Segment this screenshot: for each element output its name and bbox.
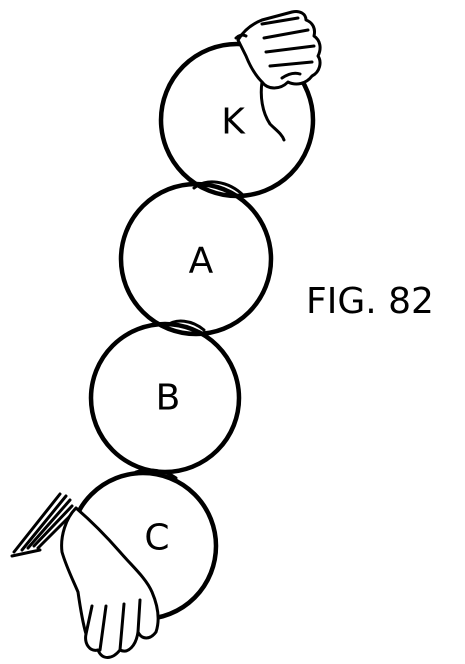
ring-c-label: C — [144, 518, 169, 559]
link-k-a-mark — [192, 180, 246, 198]
ring-a-label: A — [189, 241, 214, 282]
ring-k-outline — [158, 41, 316, 199]
ring-k: K — [158, 41, 316, 199]
link-b-c-mark — [134, 468, 178, 480]
hand-top-icon — [234, 10, 322, 142]
hand-bottom-icon — [10, 492, 160, 659]
ring-link-marks — [134, 180, 246, 480]
link-a-b-mark — [164, 319, 206, 332]
ring-b-label: B — [156, 378, 181, 419]
ring-b: B — [88, 321, 242, 475]
ring-a: A — [118, 181, 274, 337]
ring-k-label: K — [221, 102, 246, 143]
figure-caption: FIG. 82 — [306, 281, 434, 322]
